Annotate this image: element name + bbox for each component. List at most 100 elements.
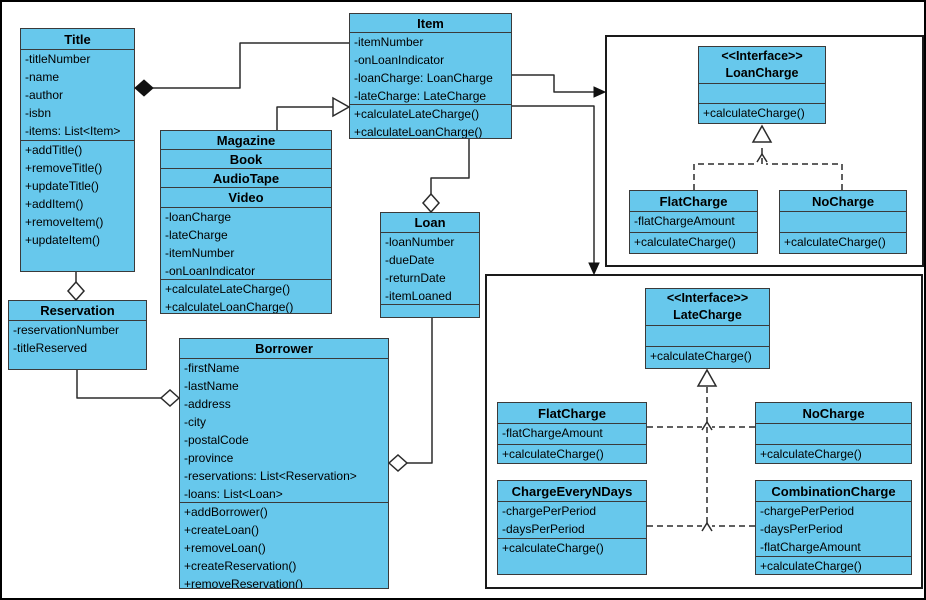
compartment-rows: +calculateLateCharge()+calculateLoanChar… [350,104,511,138]
uml-attribute: -postalCode [184,433,249,447]
compartment-rows: -chargePerPeriod -daysPerPeriod -flatCharg… [756,501,911,556]
uml-attribute: -loans: List<Loan> [184,487,283,501]
compartment-rows [381,304,479,317]
compartment-rows [780,211,906,232]
compartment-rows: -loanNumber-dueDate-returnDate-itemLoane… [381,232,479,304]
compartment-rows: +calculateCharge() [498,444,646,463]
compartment-rows: -itemNumber-onLoanIndicator-loanCharge: … [350,32,511,104]
uml-attribute: -lateCharge [165,228,228,242]
compartment-names: NoCharge [780,191,906,211]
stereotype-label: <<Interface>> [666,291,749,305]
compartment-rows: -firstName-lastName-address-city-postalC… [180,358,388,502]
compartment-rows: +addTitle()+removeTitle()+updateTitle()+… [21,140,134,271]
compartment-names: FlatCharge [630,191,757,211]
uml-method: +removeItem() [25,215,104,229]
class-name: AudioTape [161,169,331,188]
class-name: Reservation [40,303,115,318]
compartment-rows [646,325,769,346]
uml-method: +createLoan() [184,523,260,537]
aggregation-diamond-icon [159,388,181,408]
class-name: Magazine [161,131,331,150]
compartment-rows: +calculateLateCharge() +calculateLoanChar… [161,279,331,313]
uml-method: +calculateCharge() [703,106,805,120]
uml-attribute: -itemNumber [354,35,424,49]
compartment-rows: -chargePerPeriod-daysPerPeriod [498,501,646,538]
uml-attribute: -flatChargeAmount [634,214,735,228]
class-name: NoCharge [802,405,865,421]
compartment-names: NoCharge [756,403,911,423]
uml-attribute: -items: List<Item> [25,124,121,138]
borrower-loan-aggregation [407,318,433,464]
compartment-rows: +calculateCharge() [780,232,906,253]
uml-attribute: -daysPerPeriod [760,522,843,536]
uml-attribute: -dueDate [385,253,435,267]
uml-attribute: -loanCharge [165,210,232,224]
uml-attribute: -lateCharge: LateCharge [354,89,487,103]
class-loancharge-interface: <<Interface>> LoanCharge +calculateCharge(… [698,46,826,124]
uml-attribute: -chargePerPeriod [502,504,597,518]
class-loan: Loan-loanNumber-dueDate-returnDate-itemL… [380,212,480,318]
compartment-stereotype: <<Interface>>LateCharge [646,289,769,325]
compartment-names: Title [21,29,134,49]
magazine-item-generalization [276,106,334,130]
compartment-rows [756,423,911,444]
compartment-rows: +calculateCharge() [498,538,646,574]
compartment-rows: +calculateCharge() [630,232,757,253]
borrower-reservation-aggregation [76,370,161,399]
item-loancharge-association [512,74,599,93]
uml-attribute: -itemNumber [165,246,235,260]
class-name: Video [228,190,264,205]
class-latecharge-interface: <<Interface>>LateCharge +calculateCharge(… [645,288,770,369]
uml-method: +calculateLateCharge() [165,282,291,296]
uml-method: +calculateCharge() [760,559,862,573]
uml-attribute: -chargePerPeriod [760,504,855,518]
uml-method: +updateTitle() [25,179,99,193]
class-chargeeveryndays: ChargeEveryNDays-chargePerPeriod-daysPer… [497,480,647,575]
stereotype-label: <<Interface>> [721,49,803,63]
class-flatcharge-loan: FlatCharge -flatChargeAmount +calculateCha… [629,190,758,254]
aggregation-diamond-icon [387,453,409,473]
title-item-composition [153,42,349,89]
uml-attribute: -flatChargeAmount [760,540,861,554]
compartment-rows: +addBorrower()+createLoan()+removeLoan()… [180,502,388,588]
class-title: Title -titleNumber-name-author-isbn-items… [20,28,135,272]
class-name: Title [64,31,91,47]
compartment-rows: -flatChargeAmount [498,423,646,444]
uml-attribute: -reservations: List<Reservation> [184,469,357,483]
compartment-rows: +calculateCharge() [756,444,911,463]
uml-method: +calculateLoanCharge() [354,125,483,138]
compartment-names: Loan [381,213,479,232]
compartment-names: Reservation [9,301,146,320]
aggregation-diamond-icon [66,280,86,302]
class-name: LoanCharge [725,66,799,80]
uml-attribute: -onLoanIndicator [354,53,445,67]
uml-attribute: -loanNumber [385,235,455,249]
compartment-rows: -titleNumber-name-author-isbn-items: Lis… [21,49,134,140]
uml-attribute: -province [184,451,234,465]
class-name: Borrower [255,341,313,356]
uml-method: +calculateLoanCharge() [165,300,294,313]
compartment-stereotype: <<Interface>> LoanCharge [699,47,825,83]
uml-attribute: -reservationNumber [13,323,120,337]
uml-method: +calculateCharge() [634,235,736,249]
aggregation-diamond-icon [421,192,441,214]
class-name: Loan [414,215,446,230]
uml-attribute: -lastName [184,379,239,393]
uml-method: +calculateCharge() [760,447,862,461]
class-flatcharge-late: FlatCharge-flatChargeAmount+calculateCha… [497,402,647,464]
uml-method: +calculateCharge() [502,447,604,461]
uml-attribute: -flatChargeAmount [502,426,603,440]
uml-attribute: -titleNumber [25,52,91,66]
class-name: Item [417,15,444,31]
uml-method: +removeReservation() [184,577,304,588]
compartment-rows: +calculateCharge() [646,346,769,368]
uml-attribute: -returnDate [385,271,446,285]
class-name: CombinationCharge [771,483,896,499]
arrowhead-icon [588,262,600,276]
uml-method: +removeLoan() [184,541,266,555]
uml-method: +calculateCharge() [784,235,886,249]
class-reservation: Reservation-reservationNumber-titleReser… [8,300,147,370]
